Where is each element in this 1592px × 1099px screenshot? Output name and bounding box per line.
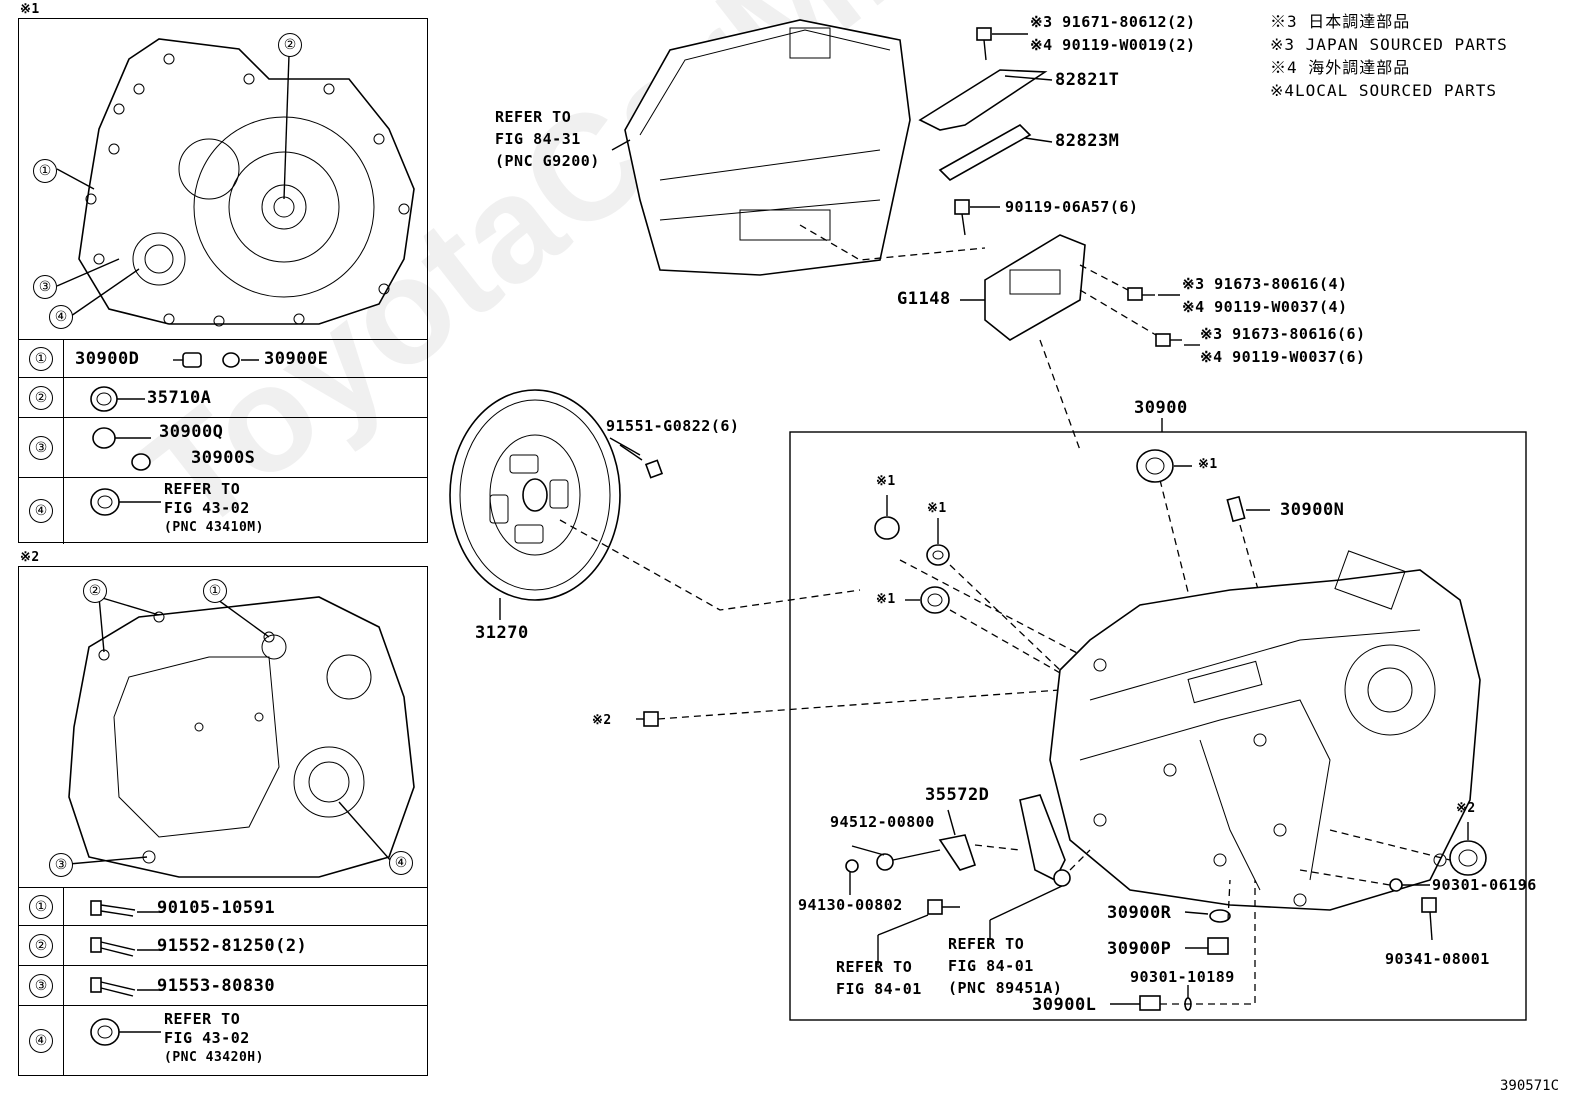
part-91552-81250: 91552-81250(2) [157, 936, 308, 956]
callout-2: ② [278, 33, 302, 57]
plug-icon [173, 352, 259, 368]
refer-84-01-a-line-2: FIG 84-01 [836, 980, 922, 998]
label-82821T: 82821T [1055, 70, 1120, 90]
label-91551-G0822: 91551-G0822(6) [606, 417, 740, 435]
refer-line-2: FIG 43-02 [164, 499, 250, 517]
refer-line-2: FIG 43-02 [164, 1029, 250, 1047]
label-31270: 31270 [475, 623, 529, 643]
label-90119-W0037-4: ※4 90119-W0037(4) [1182, 298, 1348, 316]
refer-line-1: REFER TO [164, 1010, 241, 1028]
label-90341-08001: 90341-08001 [1385, 950, 1490, 968]
legend: ※3 日本調達部品 ※3 JAPAN SOURCED PARTS ※4 海外調達… [1270, 10, 1508, 102]
bolt-icon [90, 937, 161, 957]
legend-line: ※4 海外調達部品 [1270, 58, 1411, 77]
label-G1148: G1148 [897, 289, 951, 309]
panel1-row-4: ④ REFER TO FIG 43-02 (PNC 43410M) [19, 477, 427, 544]
callout-1: ① [203, 579, 227, 603]
label-30900: 30900 [1134, 398, 1188, 418]
label-82823M: 82823M [1055, 131, 1120, 151]
refer-line-3: (PNC 43410M) [164, 520, 264, 535]
label-91673-80616-4: ※3 91673-80616(4) [1182, 275, 1348, 293]
star1-ring: ※1 [876, 592, 896, 607]
refer-84-01-b-line-2: FIG 84-01 [948, 957, 1034, 975]
label-90301-06196: 90301-06196 [1432, 876, 1537, 894]
row-num: ④ [29, 499, 53, 523]
part-30900D: 30900D [75, 349, 140, 369]
callout-4: ④ [389, 851, 413, 875]
part-90105-10591: 90105-10591 [157, 898, 276, 918]
refer-84-01-b-line-3: (PNC 89451A) [948, 979, 1063, 997]
row-num: ① [29, 347, 53, 371]
panel2-row-3: ③ 91553-80830 [19, 965, 427, 1006]
panel1-row-3: ③ 30900Q 30900S [19, 417, 427, 478]
bolt-icon [90, 900, 161, 917]
refer-84-01-a-line-1: REFER TO [836, 958, 913, 976]
callout-4: ④ [49, 305, 73, 329]
row-num: ① [29, 895, 53, 919]
refer-line-3: (PNC 43420H) [164, 1050, 264, 1065]
star1-bushing: ※1 [876, 474, 896, 489]
bolt-icon [90, 977, 161, 997]
label-30900P: 30900P [1107, 939, 1172, 959]
panel1-row-2: ② 35710A [19, 377, 427, 418]
panel1-tag: ※1 [20, 2, 40, 17]
callout-3: ③ [33, 275, 57, 299]
label-91671-80612: ※3 91671-80612(2) [1030, 13, 1196, 31]
panel2-row-4: ④ REFER TO FIG 43-02 (PNC 43420H) [19, 1005, 427, 1076]
transaxle-case-rear-drawing [68, 596, 415, 878]
panel1: ② ① ③ ④ ① 30900D 30900E ② 35710A ③ 30900… [18, 18, 428, 544]
refer-line-1: REFER TO [164, 480, 241, 498]
refer-84-31-line-1: REFER TO [495, 108, 572, 126]
figure-code: 390571C [1500, 1078, 1560, 1094]
label-90119-W0037-6: ※4 90119-W0037(6) [1200, 348, 1366, 366]
callout-1: ① [33, 159, 57, 183]
callout-2: ② [83, 579, 107, 603]
bushing-icon [92, 427, 151, 471]
label-94512-00800: 94512-00800 [830, 813, 935, 831]
row-num: ③ [29, 974, 53, 998]
row-num: ④ [29, 1029, 53, 1053]
label-91673-80616-6: ※3 91673-80616(6) [1200, 325, 1366, 343]
star2-bolt: ※2 [592, 713, 612, 728]
part-30900E: 30900E [264, 349, 329, 369]
part-35710A: 35710A [147, 388, 212, 408]
row-num: ② [29, 386, 53, 410]
legend-line: ※3 日本調達部品 [1270, 12, 1411, 31]
star1-washer: ※1 [927, 501, 947, 516]
oil-seal-icon [90, 488, 161, 516]
label-30900N: 30900N [1280, 500, 1345, 520]
oil-seal-icon [90, 1018, 161, 1046]
refer-84-31-line-2: FIG 84-31 [495, 130, 581, 148]
legend-line: ※4LOCAL SOURCED PARTS [1270, 81, 1498, 100]
panel2: ② ① ③ ④ ① 90105-10591 ② 91552-81250(2) ③… [18, 566, 428, 1076]
refer-84-01-b-line-1: REFER TO [948, 935, 1025, 953]
part-91553-80830: 91553-80830 [157, 976, 276, 996]
label-35572D: 35572D [925, 785, 990, 805]
panel2-tag: ※2 [20, 550, 40, 565]
label-30900L: 30900L [1032, 995, 1097, 1015]
transaxle-case-front-drawing [56, 38, 415, 327]
star1-seal: ※1 [1198, 457, 1218, 472]
panel1-row-1: ① 30900D 30900E [19, 339, 427, 378]
row-num: ② [29, 934, 53, 958]
label-90119-06A57: 90119-06A57(6) [1005, 198, 1139, 216]
panel2-row-2: ② 91552-81250(2) [19, 925, 427, 966]
refer-84-31-line-3: (PNC G9200) [495, 152, 600, 170]
oil-seal-icon [90, 386, 145, 412]
label-30900R: 30900R [1107, 903, 1172, 923]
panel2-row-1: ① 90105-10591 [19, 887, 427, 926]
star2-seal: ※2 [1456, 801, 1476, 816]
callout-3: ③ [49, 853, 73, 877]
part-30900S: 30900S [191, 448, 256, 468]
label-94130-00802: 94130-00802 [798, 896, 903, 914]
label-90301-10189: 90301-10189 [1130, 968, 1235, 986]
part-30900Q: 30900Q [159, 422, 224, 442]
label-90119-W0019: ※4 90119-W0019(2) [1030, 36, 1196, 54]
legend-line: ※3 JAPAN SOURCED PARTS [1270, 35, 1508, 54]
row-num: ③ [29, 436, 53, 460]
